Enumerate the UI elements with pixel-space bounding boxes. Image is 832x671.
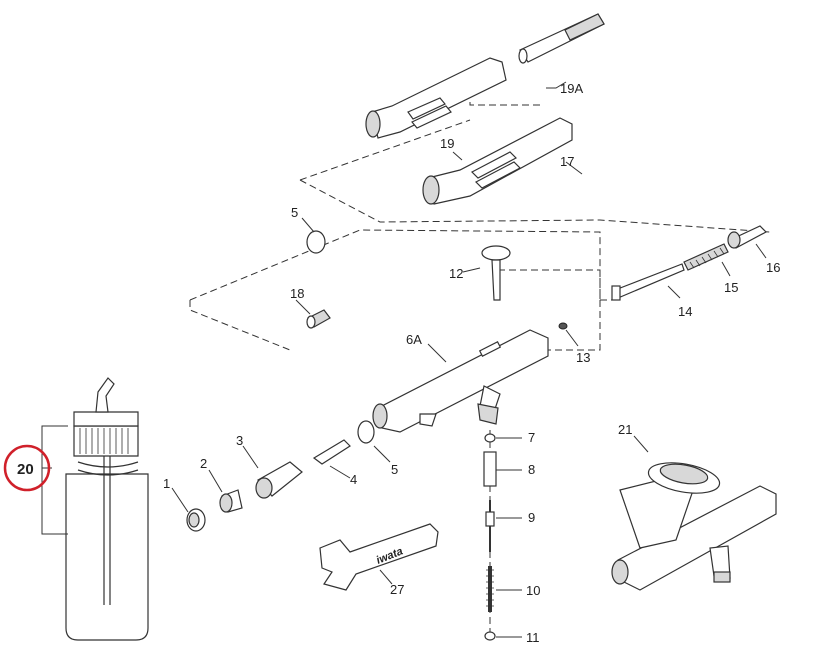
spring-guide-16: [727, 225, 767, 249]
label-12: 12: [449, 266, 463, 281]
label-9: 9: [528, 510, 535, 525]
o-ring-5-upper: [306, 230, 326, 254]
spring-15: [683, 243, 729, 271]
crown-cap-1: [186, 508, 206, 532]
label-16: 16: [766, 260, 780, 275]
label-1: 1: [163, 476, 170, 491]
spring-10: [486, 566, 494, 612]
label-5-upper: 5: [291, 205, 298, 220]
label-2: 2: [200, 456, 207, 471]
o-ring-7: [484, 433, 496, 443]
o-ring-11: [484, 631, 496, 641]
airbrush-21: [611, 462, 777, 591]
label-13: 13: [576, 350, 590, 365]
label-6a: 6A: [406, 332, 422, 347]
nozzle-4: [312, 439, 351, 465]
guide-14: [611, 263, 685, 301]
label-7: 7: [528, 430, 535, 445]
label-10: 10: [526, 583, 540, 598]
label-3: 3: [236, 433, 243, 448]
label-19: 19: [440, 136, 454, 151]
label-19a: 19A: [560, 81, 583, 96]
fitting-18: [306, 309, 331, 329]
o-ring-5-lower: [357, 420, 375, 444]
needle-9: [485, 500, 495, 552]
bottle-20: [65, 377, 149, 641]
trigger-12: [481, 245, 511, 301]
label-20: 20: [17, 461, 34, 478]
part-labels: 19A 19 17 5 12 16 15 18 14 6A 13 21 7 3 …: [17, 81, 780, 645]
nozzle-cap-3: [255, 461, 303, 499]
spring-13: [558, 322, 568, 330]
label-14: 14: [678, 304, 692, 319]
bracket-20: [41, 425, 68, 535]
leader-lines: [171, 81, 767, 638]
highlight-circle: [3, 444, 51, 492]
valve-8: [483, 451, 497, 487]
label-15: 15: [724, 280, 738, 295]
label-11: 11: [526, 630, 540, 645]
label-8: 8: [528, 462, 535, 477]
label-18: 18: [290, 286, 304, 301]
needle-cap-2: [219, 489, 243, 513]
label-5-lower: 5: [391, 462, 398, 477]
handle-19: [422, 117, 573, 205]
handle-19a: [365, 13, 605, 139]
body-6a: [372, 329, 549, 433]
label-17: 17: [560, 154, 574, 169]
label-27: 27: [390, 582, 404, 597]
label-21: 21: [618, 422, 632, 437]
wrench-27: iwata: [319, 523, 439, 591]
label-4: 4: [350, 472, 357, 487]
